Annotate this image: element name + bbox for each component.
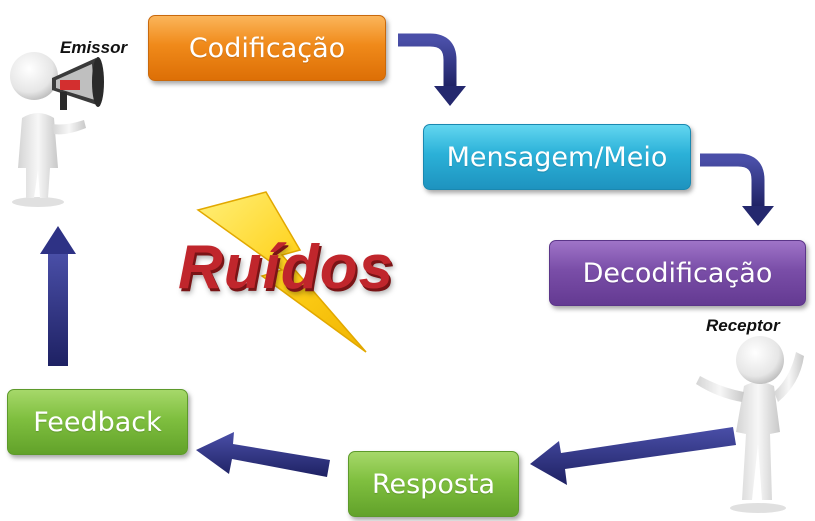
arrow-feedback-to-emissor bbox=[40, 226, 76, 366]
arrow-codificacao-to-mensagem bbox=[398, 33, 466, 106]
node-feedback-label: Feedback bbox=[33, 406, 162, 438]
arrow-receptor-to-resposta bbox=[530, 427, 736, 485]
emissor-label: Emissor bbox=[60, 38, 128, 57]
node-codificacao-label: Codificação bbox=[188, 32, 346, 64]
noise-label: Ruídos bbox=[178, 233, 395, 302]
node-resposta-label: Resposta bbox=[371, 468, 496, 500]
node-mensagem-label: Mensagem/Meio bbox=[446, 141, 668, 173]
arrow-mensagem-to-decodificacao bbox=[700, 153, 774, 226]
megaphone-icon bbox=[52, 57, 104, 110]
node-feedback: Feedback bbox=[7, 389, 188, 455]
node-resposta: Resposta bbox=[348, 451, 519, 517]
node-decodificacao-label: Decodificação bbox=[582, 257, 773, 289]
node-mensagem-meio: Mensagem/Meio bbox=[423, 124, 691, 190]
emissor-figure-icon bbox=[10, 52, 104, 207]
arrow-resposta-to-feedback bbox=[196, 432, 330, 477]
node-codificacao: Codificação bbox=[148, 15, 386, 81]
lightning-icon bbox=[196, 191, 367, 353]
receptor-figure-icon bbox=[696, 336, 804, 513]
receptor-label: Receptor bbox=[706, 316, 780, 335]
node-decodificacao: Decodificação bbox=[549, 240, 806, 306]
